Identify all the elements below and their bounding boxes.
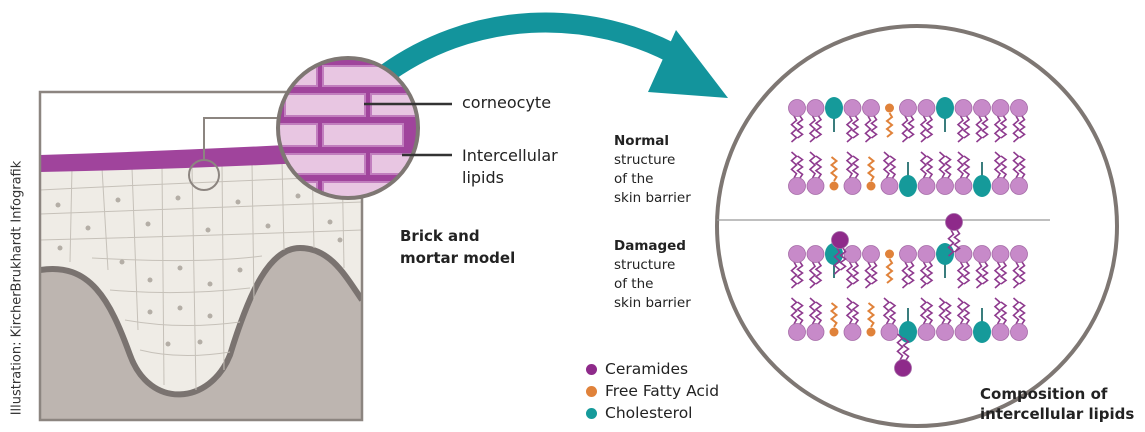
cholesterol-molecule (825, 97, 843, 132)
cell-nuclei (55, 193, 343, 347)
ceramide-molecule (806, 99, 825, 143)
displaced-ceramide (945, 213, 963, 257)
ceramide-molecule (899, 245, 917, 289)
intercellular-label-line2: lipids (462, 168, 504, 187)
fatty-acid-swatch-icon (586, 385, 597, 397)
fatty-acid-molecule (866, 302, 876, 337)
ceramide-molecule (1010, 99, 1028, 143)
lipid-composition-circle (715, 24, 1119, 428)
ceramide-molecule (843, 245, 862, 289)
ceramide-molecule (806, 297, 825, 341)
ceramide-molecule (806, 245, 825, 289)
displaced-ceramide (831, 231, 849, 275)
ceramide-molecule (991, 151, 1010, 195)
damaged-label-line2: structure (614, 257, 676, 273)
damaged-bottom-leaflet (788, 297, 1028, 343)
ceramide-molecule (954, 245, 973, 289)
fatty-acid-molecule (829, 156, 839, 191)
normal-label-bold: Normal (614, 133, 670, 149)
ceramide-molecule (973, 245, 991, 289)
composition-title-line2: intercellular lipids (980, 405, 1135, 423)
ceramide-molecule (917, 99, 936, 143)
magnify-connector (203, 117, 278, 160)
ceramide-molecule (1010, 245, 1028, 289)
ceramide-molecule (917, 297, 936, 341)
intercellular-label-line1: Intercellular (462, 146, 558, 165)
model-title-line1: Brick and (400, 227, 480, 245)
ceramide-molecule (973, 99, 991, 143)
model-title-line2: mortar model (400, 249, 516, 267)
ceramide-molecule (1010, 297, 1028, 341)
ceramide-molecule (954, 151, 973, 195)
fatty-acid-molecule (866, 156, 876, 191)
damaged-label: Damaged structure of the skin barrier (614, 237, 691, 313)
legend-item-free-fatty-acid: Free Fatty Acid (586, 380, 719, 402)
ceramide-molecule (788, 151, 806, 195)
dermis-boundary (40, 244, 362, 398)
legend-item-ceramides: Ceramides (586, 358, 719, 380)
ceramide-molecule (788, 99, 806, 143)
legend-item-cholesterol: Cholesterol (586, 402, 719, 424)
cholesterol-molecule (899, 308, 917, 343)
normal-bottom-leaflet (788, 151, 1028, 197)
ceramide-molecule (954, 99, 973, 143)
ceramide-molecule (880, 297, 899, 341)
legend-label: Ceramides (605, 360, 689, 378)
damaged-label-line4: skin barrier (614, 295, 691, 311)
ceramides-swatch-icon (586, 363, 597, 375)
damaged-label-line3: of the (614, 276, 654, 292)
transition-arrow (370, 12, 728, 98)
ceramide-molecule (917, 151, 936, 195)
ceramide-molecule (788, 297, 806, 341)
normal-label-line4: skin barrier (614, 190, 691, 206)
displaced-ceramide (894, 333, 912, 377)
illustration-credit: Illustration: KircherBrukhardt Infografi… (9, 160, 25, 415)
ceramide-molecule (936, 297, 954, 341)
ceramide-molecule (991, 99, 1010, 143)
ceramide-molecule (843, 297, 862, 341)
fatty-acid-molecule (885, 103, 894, 138)
ceramide-molecule (1010, 151, 1028, 195)
lipid-bilayers (788, 97, 1028, 377)
damaged-top-leaflet (788, 243, 1028, 289)
normal-label-line2: structure (614, 152, 676, 168)
cholesterol-molecule (899, 162, 917, 197)
normal-label-line3: of the (614, 171, 654, 187)
ceramide-molecule (806, 151, 825, 195)
normal-top-leaflet (788, 97, 1028, 143)
fatty-acid-molecule (829, 302, 839, 337)
cholesterol-molecule (973, 162, 991, 197)
dermis (40, 248, 362, 420)
ceramide-molecule (880, 151, 899, 195)
legend-label: Free Fatty Acid (605, 382, 720, 400)
ceramide-molecule (917, 245, 936, 289)
ceramide-molecule (862, 99, 880, 143)
cholesterol-molecule (936, 97, 954, 132)
normal-label: Normal structure of the skin barrier (614, 132, 691, 208)
ceramide-molecule (843, 151, 862, 195)
lipid-legend: Ceramides Free Fatty Acid Cholesterol (586, 358, 719, 424)
composition-title-line1: Composition of (980, 385, 1108, 403)
ceramide-molecule (991, 297, 1010, 341)
corneocyte-label: corneocyte (462, 93, 552, 112)
ceramide-molecule (954, 297, 973, 341)
legend-label: Cholesterol (605, 404, 693, 422)
damaged-label-bold: Damaged (614, 238, 686, 254)
ceramide-molecule (788, 245, 806, 289)
ceramide-molecule (936, 151, 954, 195)
ceramide-molecule (862, 245, 880, 289)
ceramide-molecule (843, 99, 862, 143)
cholesterol-molecule (973, 308, 991, 343)
cholesterol-swatch-icon (586, 407, 597, 419)
ceramide-molecule (899, 99, 917, 143)
ceramide-molecule (991, 245, 1010, 289)
fatty-acid-molecule (885, 249, 894, 284)
section-frame (38, 90, 364, 422)
